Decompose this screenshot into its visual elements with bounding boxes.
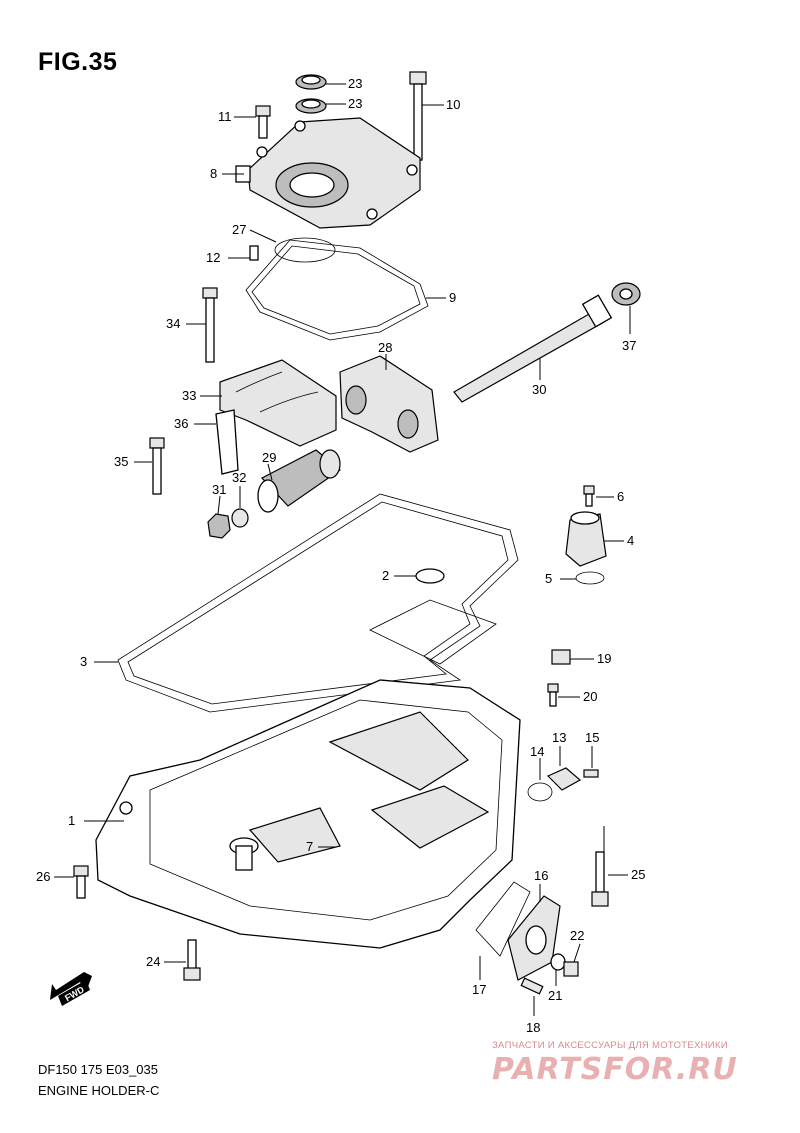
callout-30: 30 (532, 382, 546, 397)
callout-labels: 23 23 11 10 8 27 12 9 37 30 28 34 33 36 … (36, 76, 645, 1035)
drain-plug-22[interactable] (563, 961, 579, 977)
callout-9: 9 (449, 290, 456, 305)
ring-2[interactable] (415, 568, 445, 584)
watermark-subtitle: ЗАПЧАСТИ И АКСЕССУАРЫ ДЛЯ МОТОТЕХНИКИ (492, 1040, 728, 1051)
cover-13[interactable] (546, 767, 582, 791)
callout-13: 13 (552, 730, 566, 745)
cover-plate-16[interactable] (507, 895, 561, 981)
callout-33: 33 (182, 388, 196, 403)
bolt-35[interactable] (149, 437, 165, 495)
bolt-26[interactable] (73, 865, 89, 899)
watermark-logo: PARTSFOR.RU (492, 1052, 738, 1087)
callout-35: 35 (114, 454, 128, 469)
washer-21[interactable] (550, 953, 566, 971)
bolt-20[interactable] (547, 683, 559, 707)
long-bolt-10[interactable] (409, 71, 427, 161)
oil-pan-1[interactable] (95, 679, 521, 949)
bolt-24[interactable] (183, 939, 201, 981)
bolt-25[interactable] (591, 851, 609, 907)
callout-3: 3 (80, 654, 87, 669)
callout-27: 27 (232, 222, 246, 237)
callout-14: 14 (530, 744, 544, 759)
bolt-15[interactable] (583, 769, 599, 778)
washer-32[interactable] (231, 508, 249, 528)
oil-pan-gasket-3[interactable] (117, 493, 519, 713)
sensor-19[interactable] (551, 649, 571, 665)
callout-12: 12 (206, 250, 220, 265)
callout-20: 20 (583, 689, 597, 704)
seal-ring-23-lower[interactable] (295, 98, 327, 114)
callout-11: 11 (218, 109, 232, 124)
bolt-18[interactable] (520, 977, 544, 995)
gasket-9[interactable] (245, 239, 429, 341)
callout-6: 6 (617, 489, 624, 504)
bolt-11[interactable] (255, 105, 271, 139)
bolt-6[interactable] (583, 485, 595, 507)
figure-title: FIG.35 (38, 48, 118, 76)
model-code: DF150 175 E03_035 (38, 1062, 158, 1077)
through-bolt-30[interactable] (453, 294, 613, 403)
callout-4: 4 (627, 533, 634, 548)
mount-bracket-28[interactable] (339, 355, 439, 453)
callout-21: 21 (548, 988, 562, 1003)
nut-31[interactable] (207, 513, 231, 539)
callout-32: 32 (232, 470, 246, 485)
gasket-14[interactable] (527, 782, 553, 802)
callout-37: 37 (622, 338, 636, 353)
callout-16: 16 (534, 868, 548, 883)
callout-18: 18 (526, 1020, 540, 1035)
callout-23-upper: 23 (348, 76, 362, 91)
callout-17: 17 (472, 982, 486, 997)
o-ring-27[interactable] (274, 237, 336, 263)
bolt-34[interactable] (202, 287, 218, 363)
callout-25: 25 (631, 867, 645, 882)
upper-cover-plate-8[interactable] (235, 117, 421, 229)
callout-34: 34 (166, 316, 180, 331)
section-name: ENGINE HOLDER-C (38, 1083, 160, 1098)
callout-2: 2 (382, 568, 389, 583)
forward-direction-icon: FWD (50, 972, 92, 1006)
leader-lines (54, 83, 631, 1016)
gasket-17[interactable] (475, 881, 531, 957)
bushing-29[interactable] (257, 449, 341, 513)
callout-24: 24 (146, 954, 160, 969)
callout-28: 28 (378, 340, 392, 355)
callout-10: 10 (446, 97, 460, 112)
callout-22: 22 (570, 928, 584, 943)
callout-36: 36 (174, 416, 188, 431)
callout-31: 31 (212, 482, 226, 497)
washer-37[interactable] (611, 282, 641, 306)
stopper-plate-36[interactable] (215, 409, 239, 475)
o-ring-5[interactable] (575, 571, 605, 585)
callout-7: 7 (306, 839, 313, 854)
callout-26: 26 (36, 869, 50, 884)
callout-5: 5 (545, 571, 552, 586)
callout-8: 8 (210, 166, 217, 181)
callout-29: 29 (262, 450, 276, 465)
water-outlet-fitting-4[interactable] (565, 511, 607, 567)
callout-19: 19 (597, 651, 611, 666)
dowel-pin-12[interactable] (249, 245, 259, 261)
callout-1: 1 (68, 813, 75, 828)
callout-23-lower: 23 (348, 96, 362, 111)
engine-mount-rubber-33[interactable] (219, 359, 337, 447)
seal-ring-23-upper[interactable] (295, 74, 327, 90)
callout-15: 15 (585, 730, 599, 745)
